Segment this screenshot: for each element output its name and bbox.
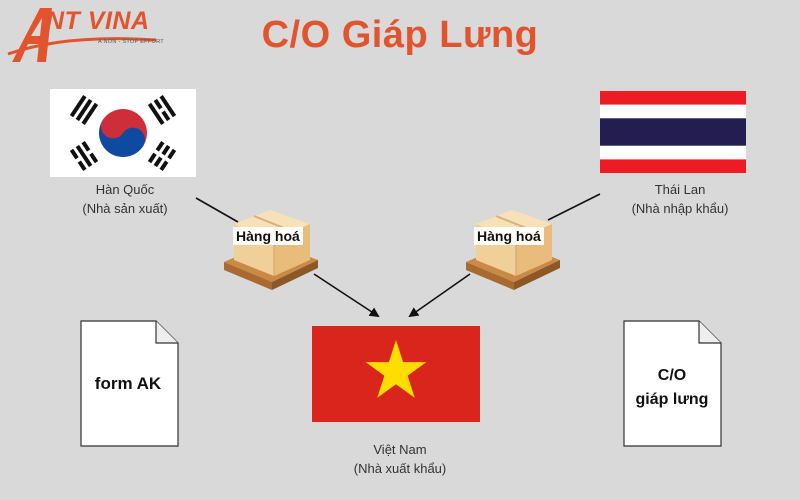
pallet-boxes-icon [224,210,318,290]
co-label-line2: giáp lưng [635,391,709,408]
vietnam-flag [312,326,480,422]
goods-to-vietnam-arrow-right [408,273,471,318]
vietnam-name: Việt Nam [373,442,427,457]
thailand-flag [600,91,746,173]
goods-label-right: Hàng hoá [474,227,544,245]
vietnam-caption: Việt Nam (Nhà xuất khẩu) [310,440,490,478]
vietnam-role: (Nhà xuất khẩu) [353,461,447,476]
south-korea-flag [50,89,196,177]
goods-label-left: Hàng hoá [233,227,303,245]
thailand-role: (Nhà nhập khẩu) [631,201,729,216]
page-title: C/O Giáp Lưng [261,14,539,56]
thailand-to-goods-line [547,193,601,221]
document-icon [623,320,722,447]
ant-vina-logo [7,8,157,62]
korea-name: Hàn Quốc [95,182,155,197]
form-ak-label: form AK [94,374,162,393]
co-label-line1: C/O [657,367,687,384]
logo-tagline: A NON - STOP EFFORT [98,39,164,45]
goods-to-vietnam-arrow [313,273,380,318]
document-icon [80,320,179,447]
co-back-to-back-label: C/O giáp lưng [623,364,721,412]
pallet-boxes-icon [466,210,560,290]
logo-wordmark: NT VINA [46,7,150,35]
vietnam-star [365,340,427,398]
thailand-name: Thái Lan [654,182,706,197]
korea-role: (Nhà sản xuất) [82,201,168,216]
korea-caption: Hàn Quốc (Nhà sản xuất) [40,180,210,218]
thailand-caption: Thái Lan (Nhà nhập khẩu) [590,180,770,218]
korea-to-goods-line [195,197,239,223]
